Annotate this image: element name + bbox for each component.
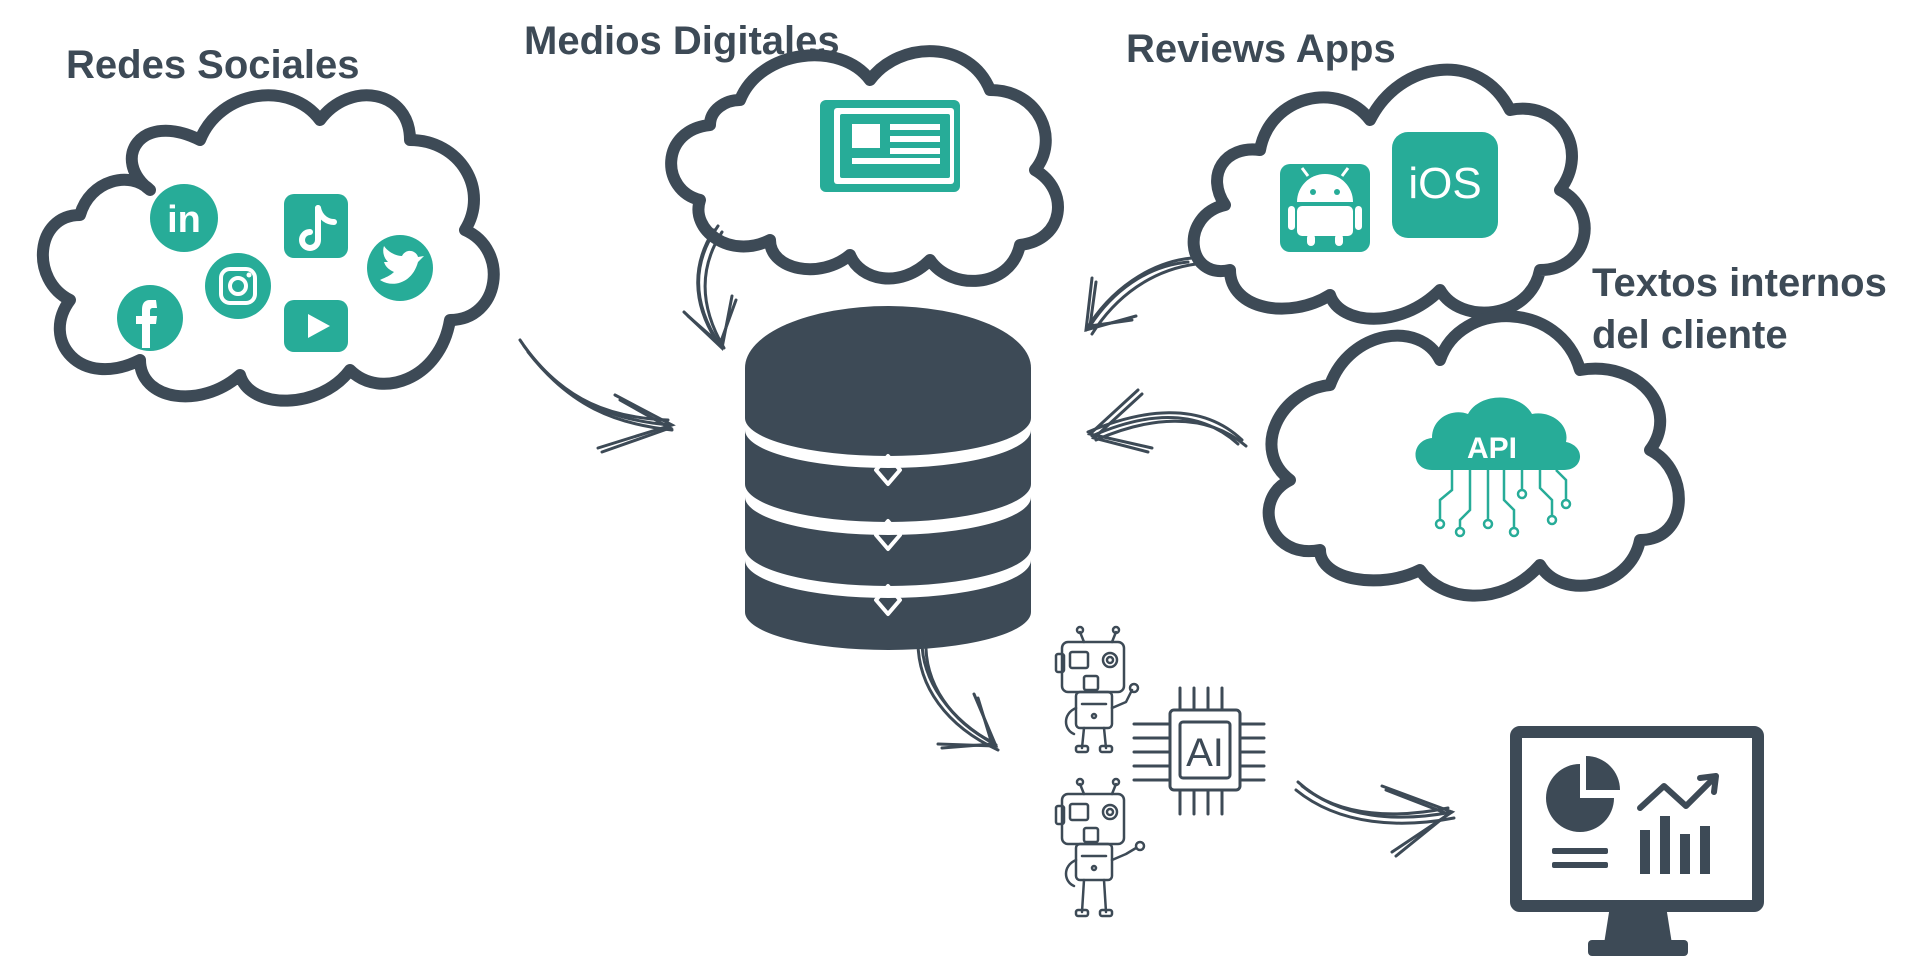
svg-text:in: in	[167, 199, 201, 241]
database-icon	[745, 306, 1031, 650]
arrow-media-to-db	[682, 224, 738, 351]
cloud-reviews-apps: iOS	[1187, 63, 1591, 325]
android-icon	[1280, 164, 1370, 252]
api-cloud-icon: API	[1415, 397, 1581, 538]
robot-icon	[1054, 625, 1140, 754]
label-reviews-apps: Reviews Apps	[1126, 27, 1396, 71]
linkedin-icon: in	[150, 184, 218, 252]
label-redes-sociales: Redes Sociales	[66, 43, 360, 87]
instagram-icon	[205, 253, 271, 319]
arrow-internal-to-db	[1086, 388, 1248, 454]
ai-badge-text: AI	[1186, 731, 1224, 775]
database-logo-marks	[874, 454, 902, 616]
dashboard-monitor-icon	[1510, 726, 1764, 956]
cloud-redes-sociales: in	[36, 89, 500, 407]
ios-badge-text: iOS	[1408, 159, 1481, 208]
ai-chip-icon: AI	[1132, 686, 1266, 816]
label-textos-internos-line2: del cliente	[1592, 313, 1788, 357]
facebook-icon	[117, 285, 183, 351]
arrow-db-to-ai	[916, 634, 1000, 752]
twitter-icon	[367, 235, 433, 301]
arrow-social-to-db	[518, 338, 676, 454]
tiktok-icon	[284, 194, 348, 258]
youtube-icon	[284, 300, 348, 352]
robot-icon	[1054, 777, 1146, 918]
ios-icon: iOS	[1392, 132, 1498, 238]
label-textos-internos-line1: Textos internos	[1592, 261, 1887, 305]
api-badge-text: API	[1467, 432, 1517, 465]
arrow-reviews-to-db	[1084, 256, 1198, 336]
cloud-textos-internos: API	[1262, 310, 1685, 602]
cloud-medios-digitales	[665, 45, 1064, 287]
arrow-ai-to-dashboard	[1294, 780, 1456, 858]
newspaper-icon	[820, 100, 960, 192]
label-textos-internos: Textos internos del cliente	[1592, 260, 1887, 358]
